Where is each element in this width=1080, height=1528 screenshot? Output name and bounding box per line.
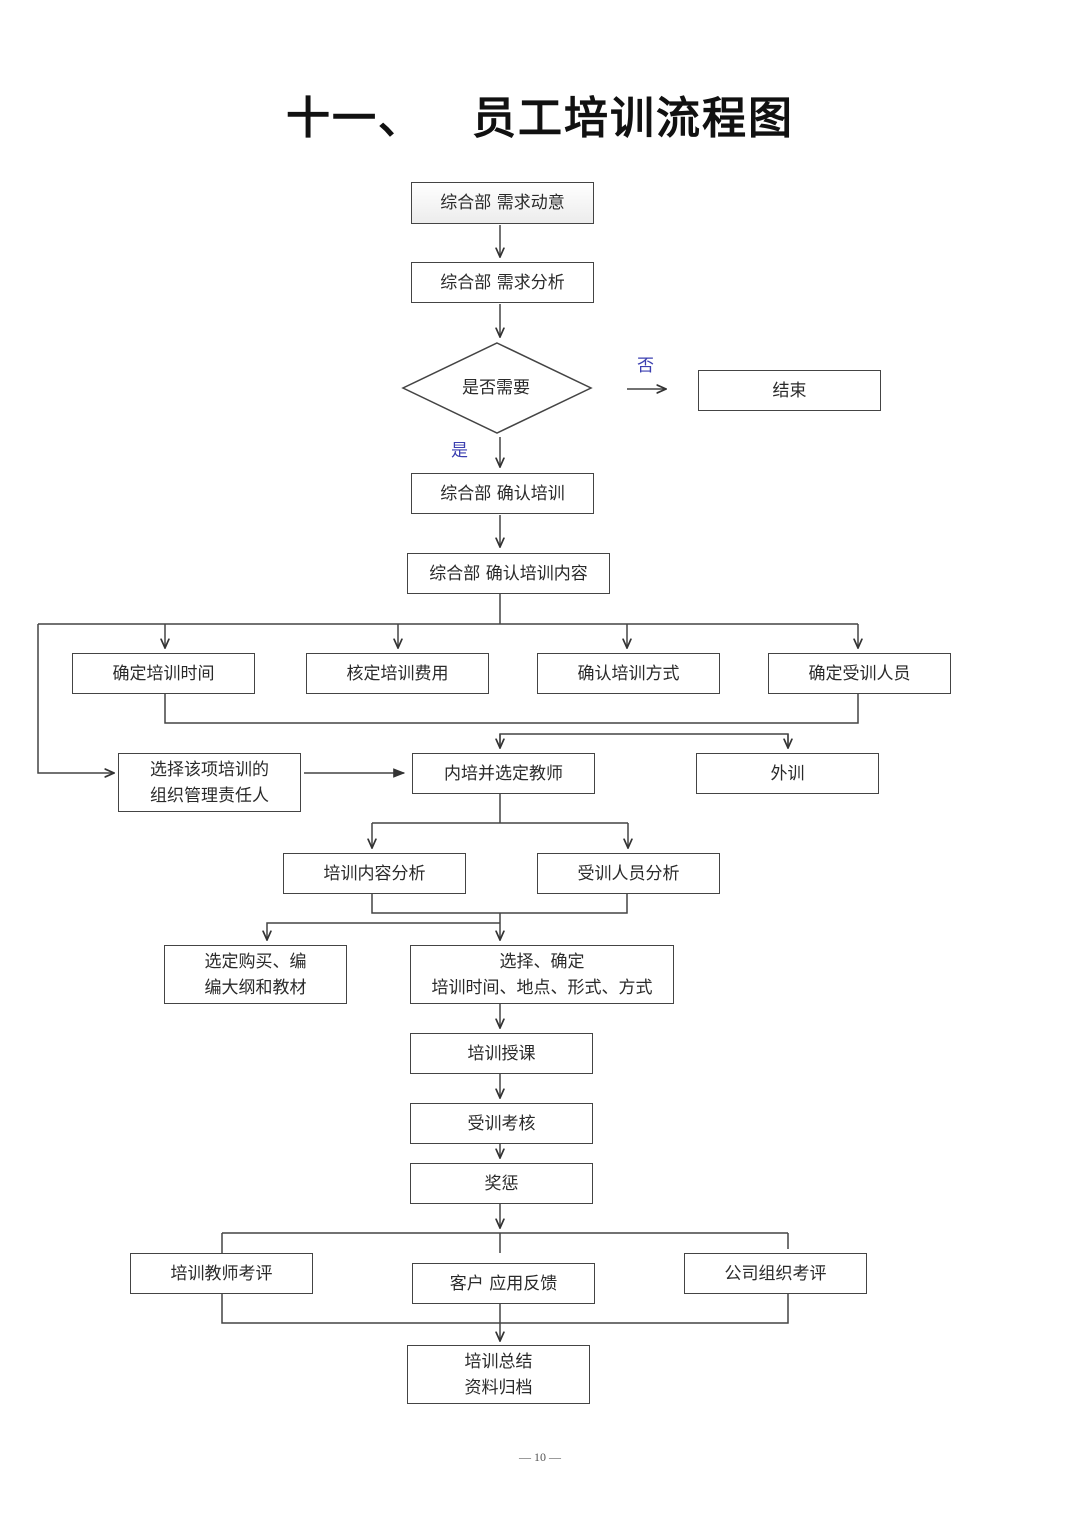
node-teaching: 培训授课	[410, 1033, 593, 1074]
node-confirm-content: 综合部 确认培训内容	[407, 553, 610, 594]
node-teacher-eval-label: 培训教师考评	[170, 1263, 273, 1284]
node-select-manager-line2: 组织管理责任人	[150, 785, 269, 806]
node-summary-line1: 培训总结	[464, 1351, 533, 1372]
node-client-feedback: 客户 应用反馈	[412, 1263, 595, 1304]
node-check-cost-label: 核定培训费用	[346, 663, 449, 684]
node-content-analysis: 培训内容分析	[283, 853, 466, 894]
node-summary: 培训总结 资料归档	[407, 1345, 590, 1404]
node-confirm-method: 确认培训方式	[537, 653, 720, 694]
node-summary-line2: 资料归档	[464, 1377, 533, 1398]
decision-diamond	[401, 342, 593, 434]
node-trainee-analysis-label: 受训人员分析	[577, 863, 680, 884]
node-demand-trend: 综合部 需求动意	[411, 182, 594, 224]
page-title: 十一、员工培训流程图	[0, 82, 1080, 146]
node-set-time-label: 确定培训时间	[112, 663, 215, 684]
title-number: 十一、	[286, 93, 424, 144]
node-trainee-analysis: 受训人员分析	[537, 853, 720, 894]
node-internal-teacher-label: 内培并选定教师	[444, 763, 563, 784]
node-check-cost: 核定培训费用	[306, 653, 489, 694]
branch-label-no: 否	[637, 356, 654, 376]
node-end-label: 结束	[772, 380, 807, 401]
node-reward-punish: 奖惩	[410, 1163, 593, 1204]
node-confirm-method-label: 确认培训方式	[577, 663, 680, 684]
node-internal-teacher: 内培并选定教师	[412, 753, 595, 794]
node-assessment-label: 受训考核	[467, 1113, 536, 1134]
node-demand-trend-label: 综合部 需求动意	[440, 193, 565, 213]
node-assessment: 受训考核	[410, 1103, 593, 1144]
node-schedule: 选择、确定 培训时间、地点、形式、方式	[410, 945, 674, 1004]
node-content-analysis-label: 培训内容分析	[323, 863, 426, 884]
node-confirm-training: 综合部 确认培训	[411, 473, 594, 514]
node-demand-analysis-label: 综合部 需求分析	[440, 272, 565, 293]
node-set-time: 确定培训时间	[72, 653, 255, 694]
node-external-label: 外训	[770, 763, 805, 784]
node-schedule-line1: 选择、确定	[499, 951, 585, 972]
node-company-eval: 公司组织考评	[684, 1253, 867, 1294]
node-select-manager: 选择该项培训的 组织管理责任人	[118, 753, 301, 812]
decision-label: 是否需要	[462, 378, 530, 398]
node-materials: 选定购买、编 编大纲和教材	[164, 945, 347, 1004]
node-teaching-label: 培训授课	[467, 1043, 536, 1064]
page-number: — 10 —	[519, 1450, 561, 1464]
node-confirm-content-label: 综合部 确认培训内容	[429, 563, 588, 584]
node-client-feedback-label: 客户 应用反馈	[449, 1273, 558, 1294]
bracket-to-manager	[37, 624, 114, 773]
node-materials-line1: 选定购买、编	[204, 951, 307, 972]
node-teacher-eval: 培训教师考评	[130, 1253, 313, 1294]
node-set-trainees-label: 确定受训人员	[808, 663, 911, 684]
node-schedule-line2: 培训时间、地点、形式、方式	[431, 977, 653, 998]
branch-label-yes: 是	[451, 441, 468, 461]
node-company-eval-label: 公司组织考评	[724, 1263, 827, 1284]
node-external: 外训	[696, 753, 879, 794]
node-reward-punish-label: 奖惩	[484, 1173, 519, 1194]
node-materials-line2: 编大纲和教材	[204, 977, 307, 998]
node-select-manager-line1: 选择该项培训的	[150, 759, 269, 780]
node-confirm-training-label: 综合部 确认培训	[440, 483, 565, 504]
node-end: 结束	[698, 370, 881, 411]
node-set-trainees: 确定受训人员	[768, 653, 951, 694]
title-text: 员工培训流程图	[472, 93, 794, 144]
node-demand-analysis: 综合部 需求分析	[411, 262, 594, 303]
